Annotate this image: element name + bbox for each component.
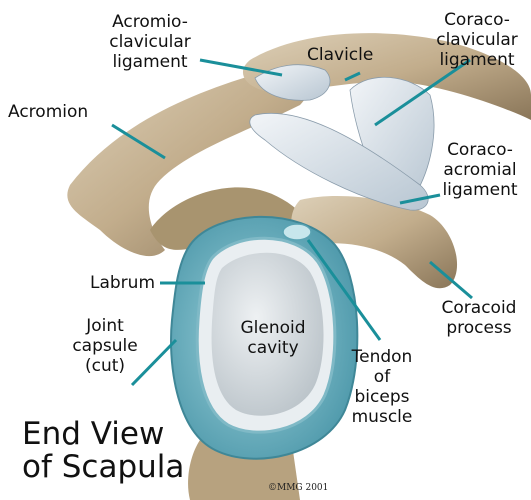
- label-joint-capsule-line-2: capsule: [55, 336, 155, 356]
- label-glenoid-cavity: Glenoid cavity: [228, 318, 318, 358]
- label-coracoid-line-1: Coracoid: [430, 298, 528, 318]
- label-biceps-line-2: of: [340, 367, 424, 387]
- label-biceps-line-4: muscle: [340, 407, 424, 427]
- label-coracoid-process: Coracoid process: [430, 298, 528, 338]
- label-biceps-tendon: Tendon of biceps muscle: [340, 347, 424, 427]
- label-coracoacromial-line-3: ligament: [433, 180, 527, 200]
- label-acromioclavicular-line-1: Acromio-: [95, 12, 205, 32]
- label-joint-capsule-line-1: Joint: [55, 316, 155, 336]
- biceps-tendon-shape: [283, 224, 311, 240]
- label-coracoclavicular-line-2: clavicular: [425, 30, 529, 50]
- label-joint-capsule: Joint capsule (cut): [55, 316, 155, 376]
- label-glenoid-line-1: Glenoid: [228, 318, 318, 338]
- label-coracoacromial-ligament: Coraco- acromial ligament: [433, 140, 527, 200]
- label-acromioclavicular-ligament: Acromio- clavicular ligament: [95, 12, 205, 72]
- label-labrum: Labrum: [90, 273, 155, 293]
- label-acromioclavicular-line-2: clavicular: [95, 32, 205, 52]
- label-joint-capsule-line-3: (cut): [55, 356, 155, 376]
- label-acromioclavicular-line-3: ligament: [95, 52, 205, 72]
- label-coracoclavicular-line-3: ligament: [425, 50, 529, 70]
- diagram-title: End View of Scapula: [22, 418, 184, 484]
- label-biceps-line-1: Tendon: [340, 347, 424, 367]
- label-coracoid-line-2: process: [430, 318, 528, 338]
- label-clavicle: Clavicle: [307, 45, 373, 65]
- label-glenoid-line-2: cavity: [228, 338, 318, 358]
- title-line-2: of Scapula: [22, 451, 184, 484]
- label-coracoacromial-line-1: Coraco-: [433, 140, 527, 160]
- label-coracoclavicular-ligament: Coraco- clavicular ligament: [425, 10, 529, 70]
- label-coracoacromial-line-2: acromial: [433, 160, 527, 180]
- label-coracoclavicular-line-1: Coraco-: [425, 10, 529, 30]
- label-biceps-line-3: biceps: [340, 387, 424, 407]
- label-acromion: Acromion: [8, 102, 88, 122]
- copyright: ©MMG 2001: [268, 483, 328, 493]
- title-line-1: End View: [22, 418, 184, 451]
